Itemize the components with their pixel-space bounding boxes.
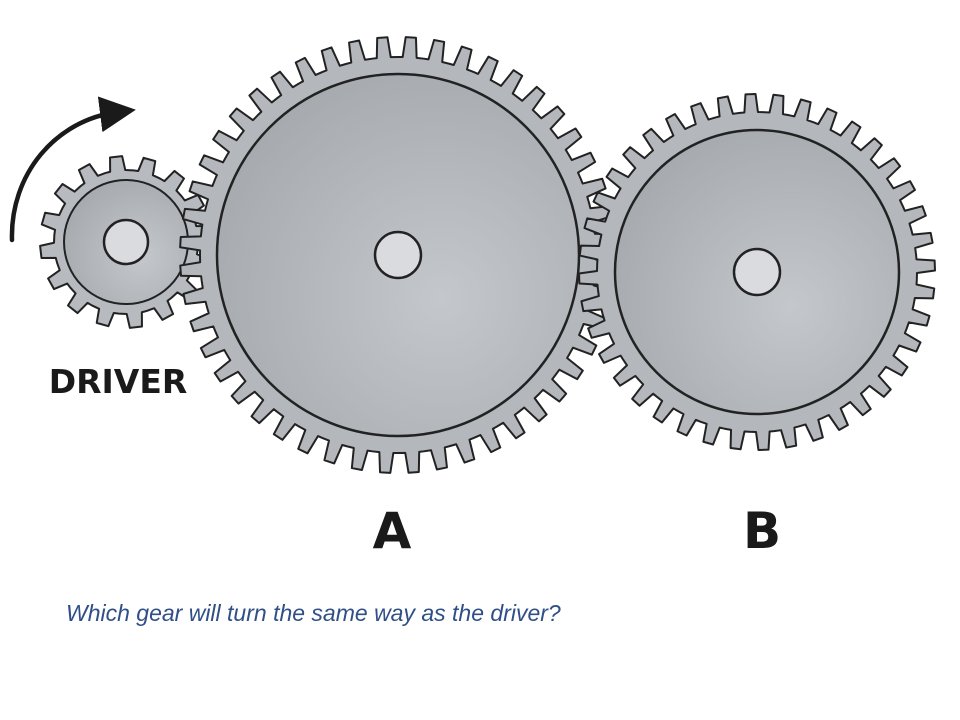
gear-a-label: A xyxy=(373,502,412,560)
driver-gear xyxy=(39,155,213,329)
gear-b-label: B xyxy=(743,502,781,560)
driver-label: DRIVER xyxy=(49,362,188,401)
gear-a-hub xyxy=(373,230,423,280)
question-text: Which gear will turn the same way as the… xyxy=(66,600,561,626)
driver-gear-hub xyxy=(102,218,150,266)
gear-a xyxy=(179,36,617,474)
clockwise-arrow-icon xyxy=(9,96,136,243)
gear-b-hub xyxy=(732,247,782,297)
gear-b xyxy=(578,93,936,451)
